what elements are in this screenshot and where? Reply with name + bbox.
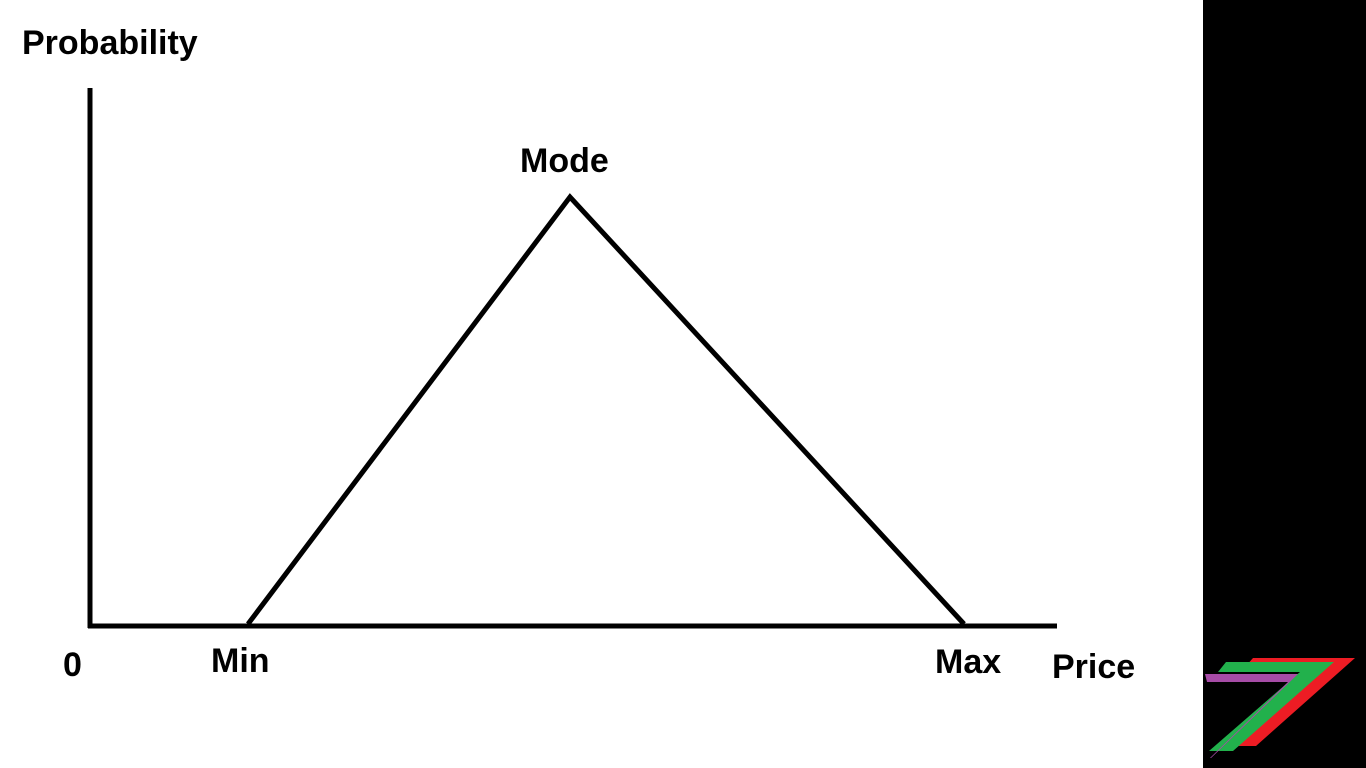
mode-label: Mode [520,142,609,180]
y-axis-label: Probability [22,24,198,62]
origin-label: 0 [63,646,82,684]
x-axis-label: Price [1052,648,1136,686]
triangle-distribution-line [246,193,966,626]
min-label: Min [211,642,270,680]
max-label: Max [935,643,1002,681]
logo-stripe-purple [1205,674,1298,758]
side-panel [1203,0,1366,768]
